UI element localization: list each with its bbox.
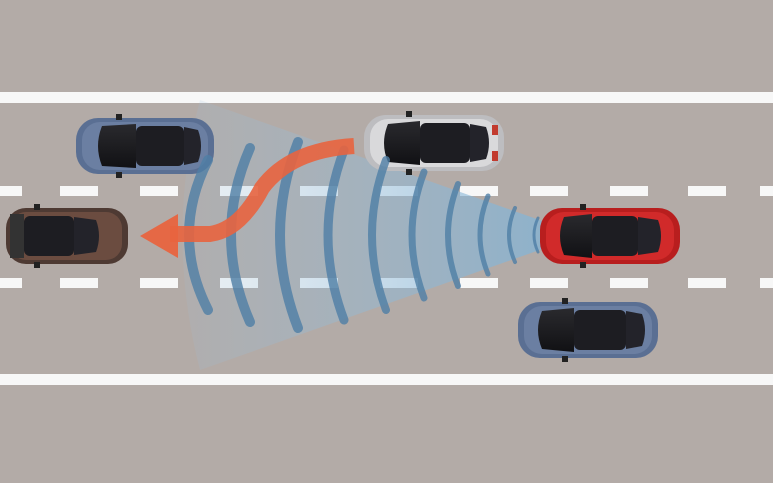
car-icon bbox=[76, 114, 214, 178]
road-edge-line-top bbox=[0, 92, 773, 103]
ego-car-icon bbox=[540, 204, 680, 268]
car-icon bbox=[518, 298, 658, 362]
cut-in-arrow-icon bbox=[140, 138, 355, 258]
road-edge-line-bottom bbox=[0, 374, 773, 385]
car-icon bbox=[364, 111, 504, 175]
car-icon bbox=[6, 204, 128, 268]
